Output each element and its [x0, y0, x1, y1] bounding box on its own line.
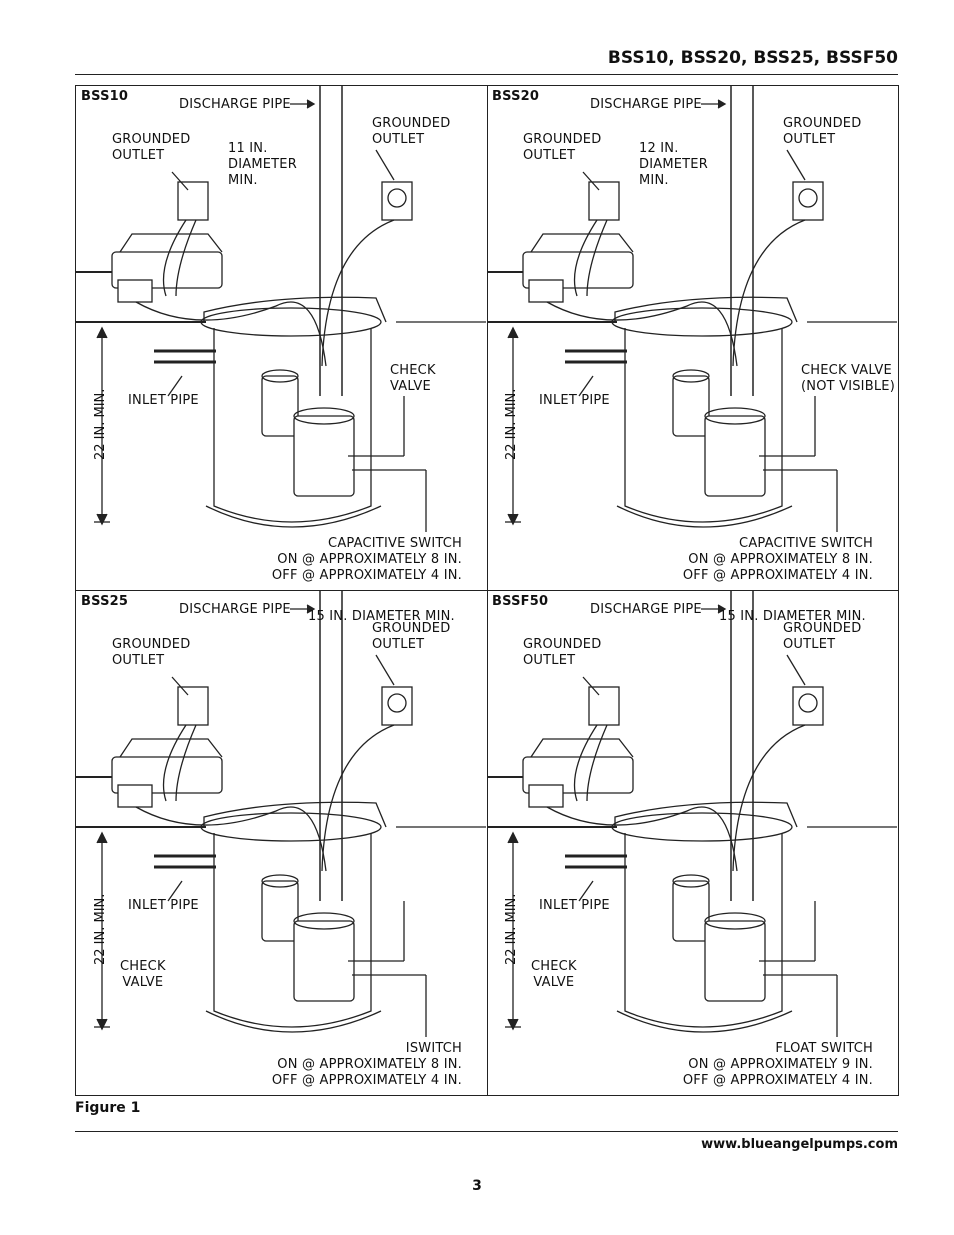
- inlet-pipe-label: INLET PIPE: [539, 393, 610, 408]
- grounded-outlet-right-label: GROUNDED OUTLET: [372, 116, 451, 147]
- website-url: www.blueangelpumps.com: [701, 1137, 898, 1152]
- discharge-pipe-label: DISCHARGE PIPE: [590, 97, 702, 112]
- basin-height-label: 22 IN. MIN.: [504, 388, 519, 460]
- install-panel-bss10: BSS10 DISCHARGE PIPE GROUNDED OUTLET GRO…: [76, 86, 486, 589]
- model-label: BSSF50: [492, 594, 549, 609]
- installation-illustration: [487, 591, 897, 1037]
- footer-rule: [75, 1131, 898, 1132]
- check-valve-label: CHECK VALVE: [120, 959, 166, 990]
- switch-spec-label: FLOAT SWITCH ON @ APPROXIMATELY 9 IN. OF…: [682, 1041, 873, 1088]
- header-rule: [75, 74, 898, 75]
- installation-illustration: [487, 86, 897, 532]
- grounded-outlet-left-label: GROUNDED OUTLET: [523, 132, 602, 163]
- inlet-pipe-label: INLET PIPE: [128, 898, 199, 913]
- inlet-pipe-label: INLET PIPE: [539, 898, 610, 913]
- discharge-pipe-label: DISCHARGE PIPE: [590, 602, 702, 617]
- install-panel-bss20: BSS20 DISCHARGE PIPE GROUNDED OUTLET GRO…: [487, 86, 897, 589]
- model-label: BSS25: [81, 594, 129, 609]
- basin-diameter-label: 15 IN. DIAMETER MIN.: [308, 609, 455, 624]
- grounded-outlet-right-label: GROUNDED OUTLET: [783, 116, 862, 147]
- basin-diameter-label: 11 IN. DIAMETER MIN.: [228, 141, 297, 188]
- model-label: BSS10: [81, 89, 129, 104]
- grounded-outlet-left-label: GROUNDED OUTLET: [112, 637, 191, 668]
- check-valve-label: CHECK VALVE: [390, 363, 436, 394]
- model-label: BSS20: [492, 89, 540, 104]
- page-number: 3: [472, 1178, 482, 1194]
- grounded-outlet-left-label: GROUNDED OUTLET: [112, 132, 191, 163]
- discharge-pipe-label: DISCHARGE PIPE: [179, 97, 291, 112]
- figure-caption: Figure 1: [75, 1100, 141, 1116]
- installation-illustration: [76, 591, 486, 1037]
- figure-grid: [75, 85, 899, 1096]
- installation-illustration: [76, 86, 486, 532]
- grounded-outlet-left-label: GROUNDED OUTLET: [523, 637, 602, 668]
- check-valve-label: CHECK VALVE: [531, 959, 577, 990]
- grid-divider-horizontal: [76, 590, 898, 591]
- check-valve-label: CHECK VALVE (NOT VISIBLE): [801, 363, 895, 394]
- basin-diameter-label: 12 IN. DIAMETER MIN.: [639, 141, 708, 188]
- inlet-pipe-label: INLET PIPE: [128, 393, 199, 408]
- basin-height-label: 22 IN. MIN.: [93, 388, 108, 460]
- basin-diameter-label: 15 IN. DIAMETER MIN.: [719, 609, 866, 624]
- switch-spec-label: CAPACITIVE SWITCH ON @ APPROXIMATELY 8 I…: [271, 536, 462, 583]
- switch-spec-label: CAPACITIVE SWITCH ON @ APPROXIMATELY 8 I…: [682, 536, 873, 583]
- basin-height-label: 22 IN. MIN.: [93, 893, 108, 965]
- install-panel-bss25: BSS25 DISCHARGE PIPE GROUNDED OUTLET GRO…: [76, 591, 486, 1094]
- discharge-pipe-label: DISCHARGE PIPE: [179, 602, 291, 617]
- grounded-outlet-right-label: GROUNDED OUTLET: [372, 621, 451, 652]
- switch-spec-label: ISWITCH ON @ APPROXIMATELY 8 IN. OFF @ A…: [271, 1041, 462, 1088]
- grounded-outlet-right-label: GROUNDED OUTLET: [783, 621, 862, 652]
- install-panel-bssf50: BSSF50 DISCHARGE PIPE GROUNDED OUTLET GR…: [487, 591, 897, 1094]
- basin-height-label: 22 IN. MIN.: [504, 893, 519, 965]
- document-title: BSS10, BSS20, BSS25, BSSF50: [607, 48, 898, 68]
